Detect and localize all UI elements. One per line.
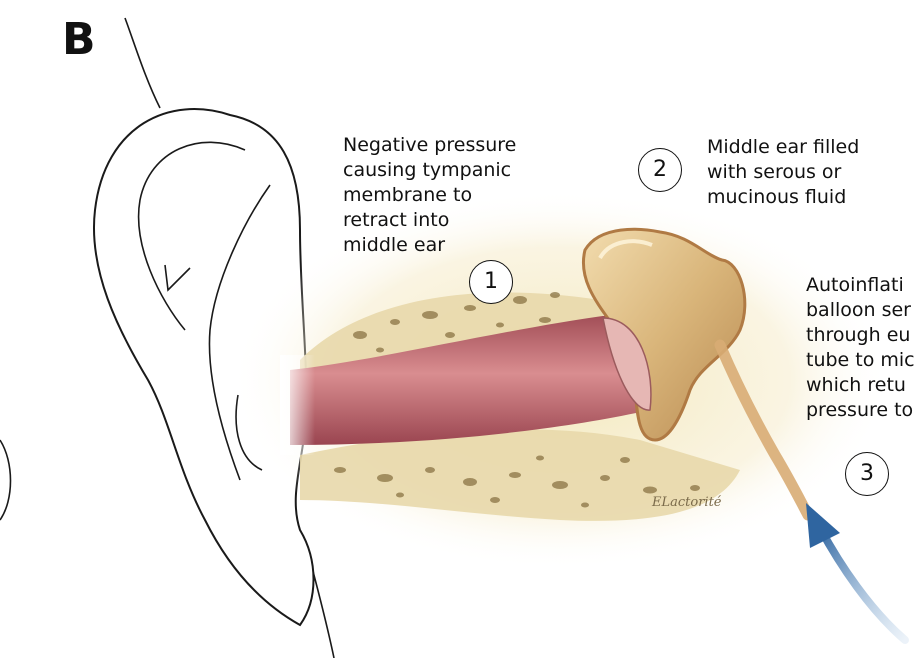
label-negative-pressure: Negative pressure causing tympanic membr… bbox=[343, 134, 517, 256]
artist-signature: ELactorité bbox=[652, 495, 722, 510]
callout-number-3: 3 bbox=[845, 452, 889, 496]
fluid-highlight bbox=[598, 239, 653, 260]
helix-inner bbox=[137, 141, 246, 331]
cheek-outline bbox=[0, 439, 12, 521]
callout-number-2: 2 bbox=[638, 148, 682, 192]
bone-pores bbox=[334, 292, 700, 508]
ear-canal-fade bbox=[280, 355, 420, 455]
panel-letter: B bbox=[62, 14, 96, 65]
label-autoinflation: Autoinflati balloon ser through eu tube … bbox=[806, 274, 915, 421]
tympanic-membrane bbox=[602, 317, 652, 411]
antihelix bbox=[208, 184, 271, 481]
autoinflation-arrow-shaft bbox=[816, 524, 909, 644]
head-outline bbox=[124, 17, 161, 109]
fossa-mark bbox=[164, 264, 191, 292]
autoinflation-arrow-head bbox=[806, 503, 840, 548]
callout-number-1: 1 bbox=[469, 260, 513, 304]
label-middle-ear-fluid: Middle ear filled with serous or mucinou… bbox=[707, 136, 860, 208]
eustachian-tube bbox=[714, 339, 814, 521]
